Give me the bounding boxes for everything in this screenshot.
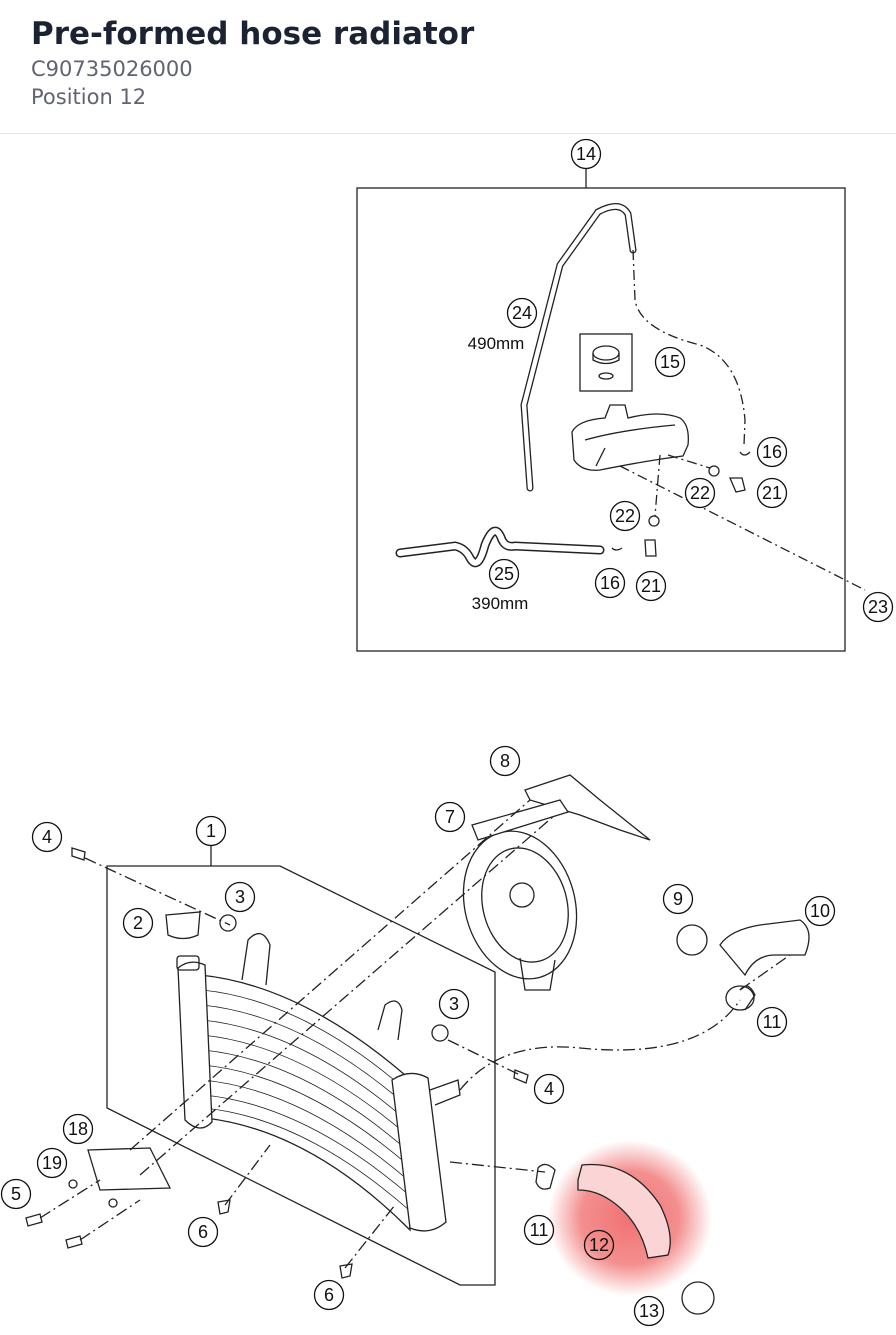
svg-text:18: 18 (68, 1119, 88, 1139)
callout-23[interactable]: 23 (862, 591, 894, 623)
svg-text:9: 9 (673, 889, 683, 909)
callout-16[interactable]: 16 (756, 436, 788, 468)
svg-text:1: 1 (206, 821, 216, 841)
callout-6[interactable]: 6 (187, 1216, 219, 1248)
svg-text:6: 6 (198, 1222, 208, 1242)
svg-text:8: 8 (500, 751, 510, 771)
callout-15[interactable]: 15 (654, 346, 686, 378)
expansion-tank-group (356, 167, 866, 652)
svg-text:16: 16 (600, 573, 620, 593)
svg-text:21: 21 (762, 483, 782, 503)
callout-4[interactable]: 4 (533, 1073, 565, 1105)
svg-text:3: 3 (449, 994, 459, 1014)
svg-text:22: 22 (690, 483, 710, 503)
shroud-18 (87, 1147, 172, 1191)
svg-text:4: 4 (42, 827, 52, 847)
callout-14[interactable]: 14 (570, 138, 602, 170)
radiator-assembly (25, 774, 810, 1286)
callout-22[interactable]: 22 (684, 477, 716, 509)
hose-12[interactable] (577, 1163, 671, 1259)
callout-25[interactable]: 25 (488, 558, 520, 590)
callout-4[interactable]: 4 (31, 821, 63, 853)
highlighted-part-12[interactable] (548, 1140, 715, 1315)
callout-2[interactable]: 2 (122, 907, 154, 939)
svg-text:12: 12 (589, 1235, 609, 1255)
svg-text:6: 6 (324, 1285, 334, 1305)
svg-text:11: 11 (763, 1012, 782, 1032)
cap-15-box (579, 333, 633, 392)
position-label: Position 12 (31, 85, 147, 109)
callout-9[interactable]: 9 (662, 883, 694, 915)
svg-text:14: 14 (576, 144, 596, 164)
callout-1[interactable]: 1 (195, 815, 227, 847)
callout-21[interactable]: 21 (635, 570, 667, 602)
group-14-frame (356, 187, 846, 652)
callout-5[interactable]: 5 (0, 1178, 32, 1210)
hose-25-length: 390mm (472, 594, 529, 613)
svg-text:13: 13 (639, 1301, 659, 1321)
callout-10[interactable]: 10 (804, 895, 836, 927)
callout-12[interactable]: 12 (583, 1229, 615, 1261)
callout-22[interactable]: 22 (609, 500, 641, 532)
callout-19[interactable]: 19 (36, 1147, 68, 1179)
svg-text:24: 24 (512, 303, 532, 323)
part-number: C90735026000 (31, 57, 193, 81)
callout-24[interactable]: 24 (506, 297, 538, 329)
svg-text:10: 10 (810, 901, 830, 921)
fan-bracket (524, 774, 651, 841)
expansion-tank (571, 404, 689, 471)
svg-text:11: 11 (530, 1220, 549, 1240)
radiator-core (199, 974, 411, 1232)
callout-16[interactable]: 16 (594, 567, 626, 599)
svg-text:5: 5 (11, 1184, 21, 1204)
callout-11[interactable]: 11 (523, 1214, 555, 1246)
svg-text:7: 7 (445, 807, 455, 827)
svg-text:25: 25 (494, 564, 514, 584)
callout-11[interactable]: 11 (756, 1006, 788, 1038)
svg-text:21: 21 (641, 576, 661, 596)
callout-8[interactable]: 8 (489, 745, 521, 777)
callout-7[interactable]: 7 (434, 801, 466, 833)
hose-10 (719, 919, 810, 977)
callout-3[interactable]: 3 (224, 881, 256, 913)
radiator-cap (165, 911, 201, 940)
svg-text:19: 19 (42, 1153, 62, 1173)
callouts: 14 24 15 16 21 22 22 25 16 21 23 8 7 1 4… (0, 138, 894, 1327)
callout-3[interactable]: 3 (438, 988, 470, 1020)
svg-text:4: 4 (544, 1079, 554, 1099)
callout-21[interactable]: 21 (756, 477, 788, 509)
callout-13[interactable]: 13 (633, 1295, 665, 1327)
svg-text:3: 3 (235, 887, 245, 907)
svg-text:23: 23 (868, 597, 888, 617)
cooling-fan (462, 830, 578, 980)
group-1-frame (106, 865, 496, 1286)
svg-text:22: 22 (615, 506, 635, 526)
page-title: Pre-formed hose radiator (31, 16, 475, 52)
callout-6[interactable]: 6 (313, 1279, 345, 1311)
svg-text:15: 15 (660, 352, 680, 372)
svg-text:16: 16 (762, 442, 782, 462)
callout-18[interactable]: 18 (62, 1113, 94, 1145)
svg-text:2: 2 (133, 913, 143, 933)
page-header: Pre-formed hose radiator C90735026000 Po… (0, 0, 896, 134)
hose-24-length: 490mm (468, 334, 525, 353)
